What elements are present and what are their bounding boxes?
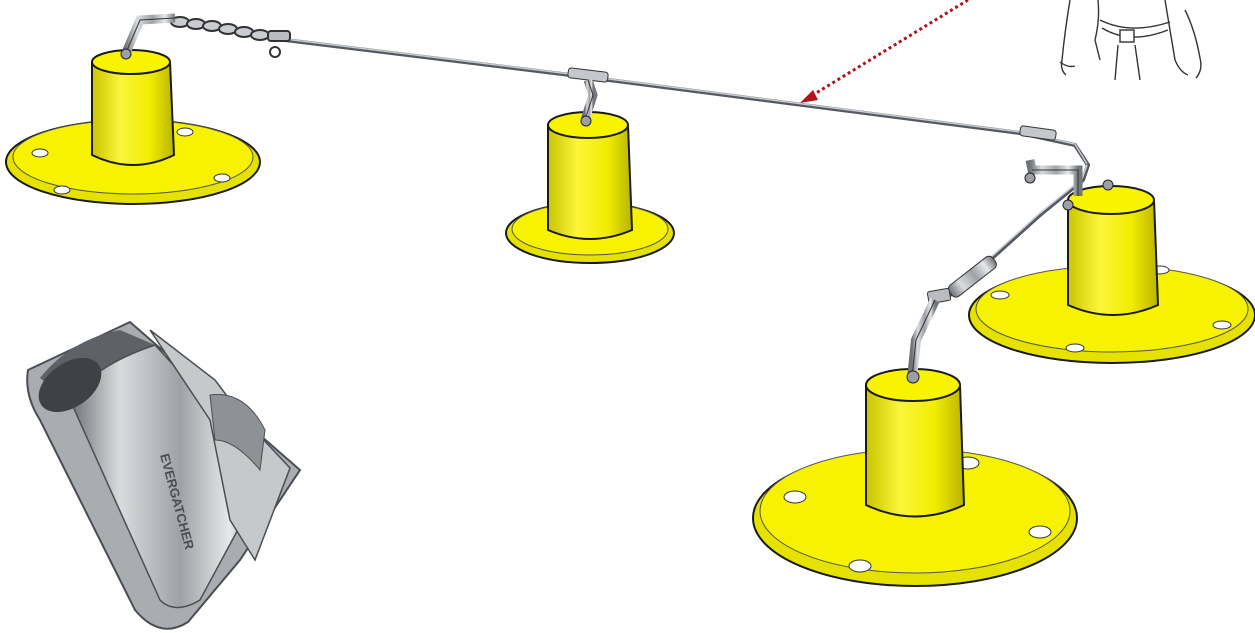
anchor-post-2: [505, 78, 675, 264]
anchor-post-4: [752, 297, 1078, 587]
anchor-post-1: [5, 13, 261, 205]
harness-sketch: [1059, 0, 1202, 81]
callout-arrow: [800, 0, 969, 103]
cable-shuttle-device: EVERGATCHER: [26, 320, 302, 630]
chain-link-tensioner: [170, 16, 291, 58]
corner-sleeve: [1019, 125, 1057, 141]
anchor-post-3: [968, 159, 1255, 364]
steel-cable: [283, 38, 1090, 302]
cable-sleeve: [567, 67, 609, 83]
